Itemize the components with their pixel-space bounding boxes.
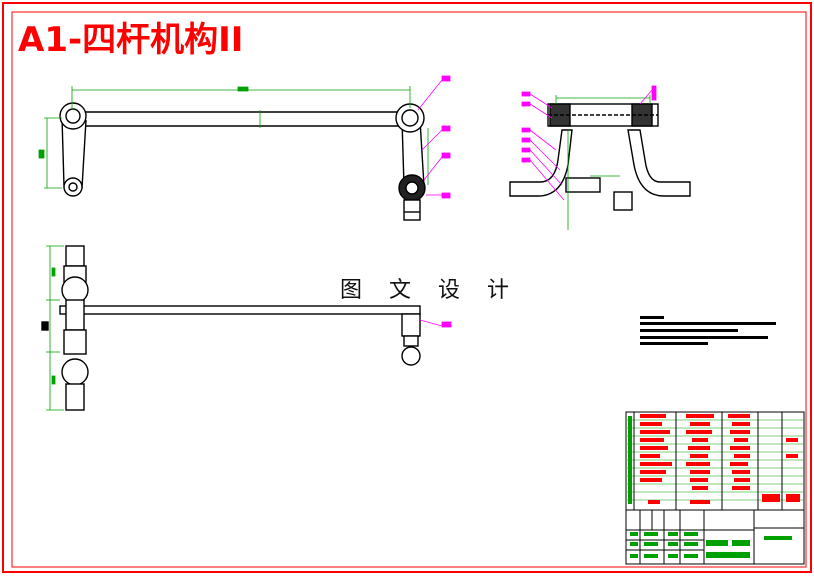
top-view-dimensions (46, 245, 64, 411)
front-view-dimensions (38, 86, 429, 189)
technical-notes (640, 316, 776, 345)
front-view-callouts (417, 75, 451, 199)
outer-border (2, 2, 812, 573)
top-view (41, 245, 421, 411)
side-view-callouts (521, 85, 657, 201)
title-block (625, 509, 805, 565)
front-view (59, 102, 426, 221)
watermark-text: 图 文 设 计 (338, 272, 521, 304)
drawing-title: A1-四杆机构II (18, 20, 244, 60)
side-view-dimensions (555, 95, 651, 230)
side-view (509, 103, 691, 211)
parts-list (625, 411, 805, 511)
inner-border (11, 11, 807, 568)
top-view-callouts (419, 319, 452, 328)
